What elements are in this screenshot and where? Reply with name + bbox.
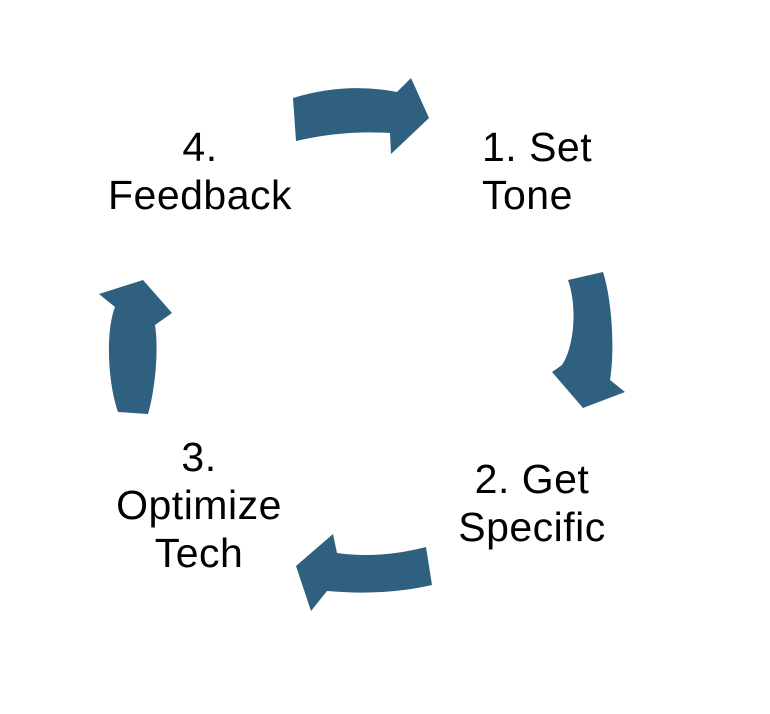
step-label-get-specific: 2. Get Specific (458, 456, 606, 550)
curved-arrow-bottom-icon (296, 534, 432, 611)
step-label-feedback: 4. Feedback (107, 124, 293, 218)
curved-arrow-right-icon (552, 272, 625, 408)
curved-arrow-top-icon (293, 78, 429, 154)
step-label-set-tone: 1. Set Tone (482, 124, 593, 218)
curved-arrow-left-icon (99, 280, 172, 414)
step-label-optimize-tech: 3. Optimize Tech (116, 434, 282, 576)
